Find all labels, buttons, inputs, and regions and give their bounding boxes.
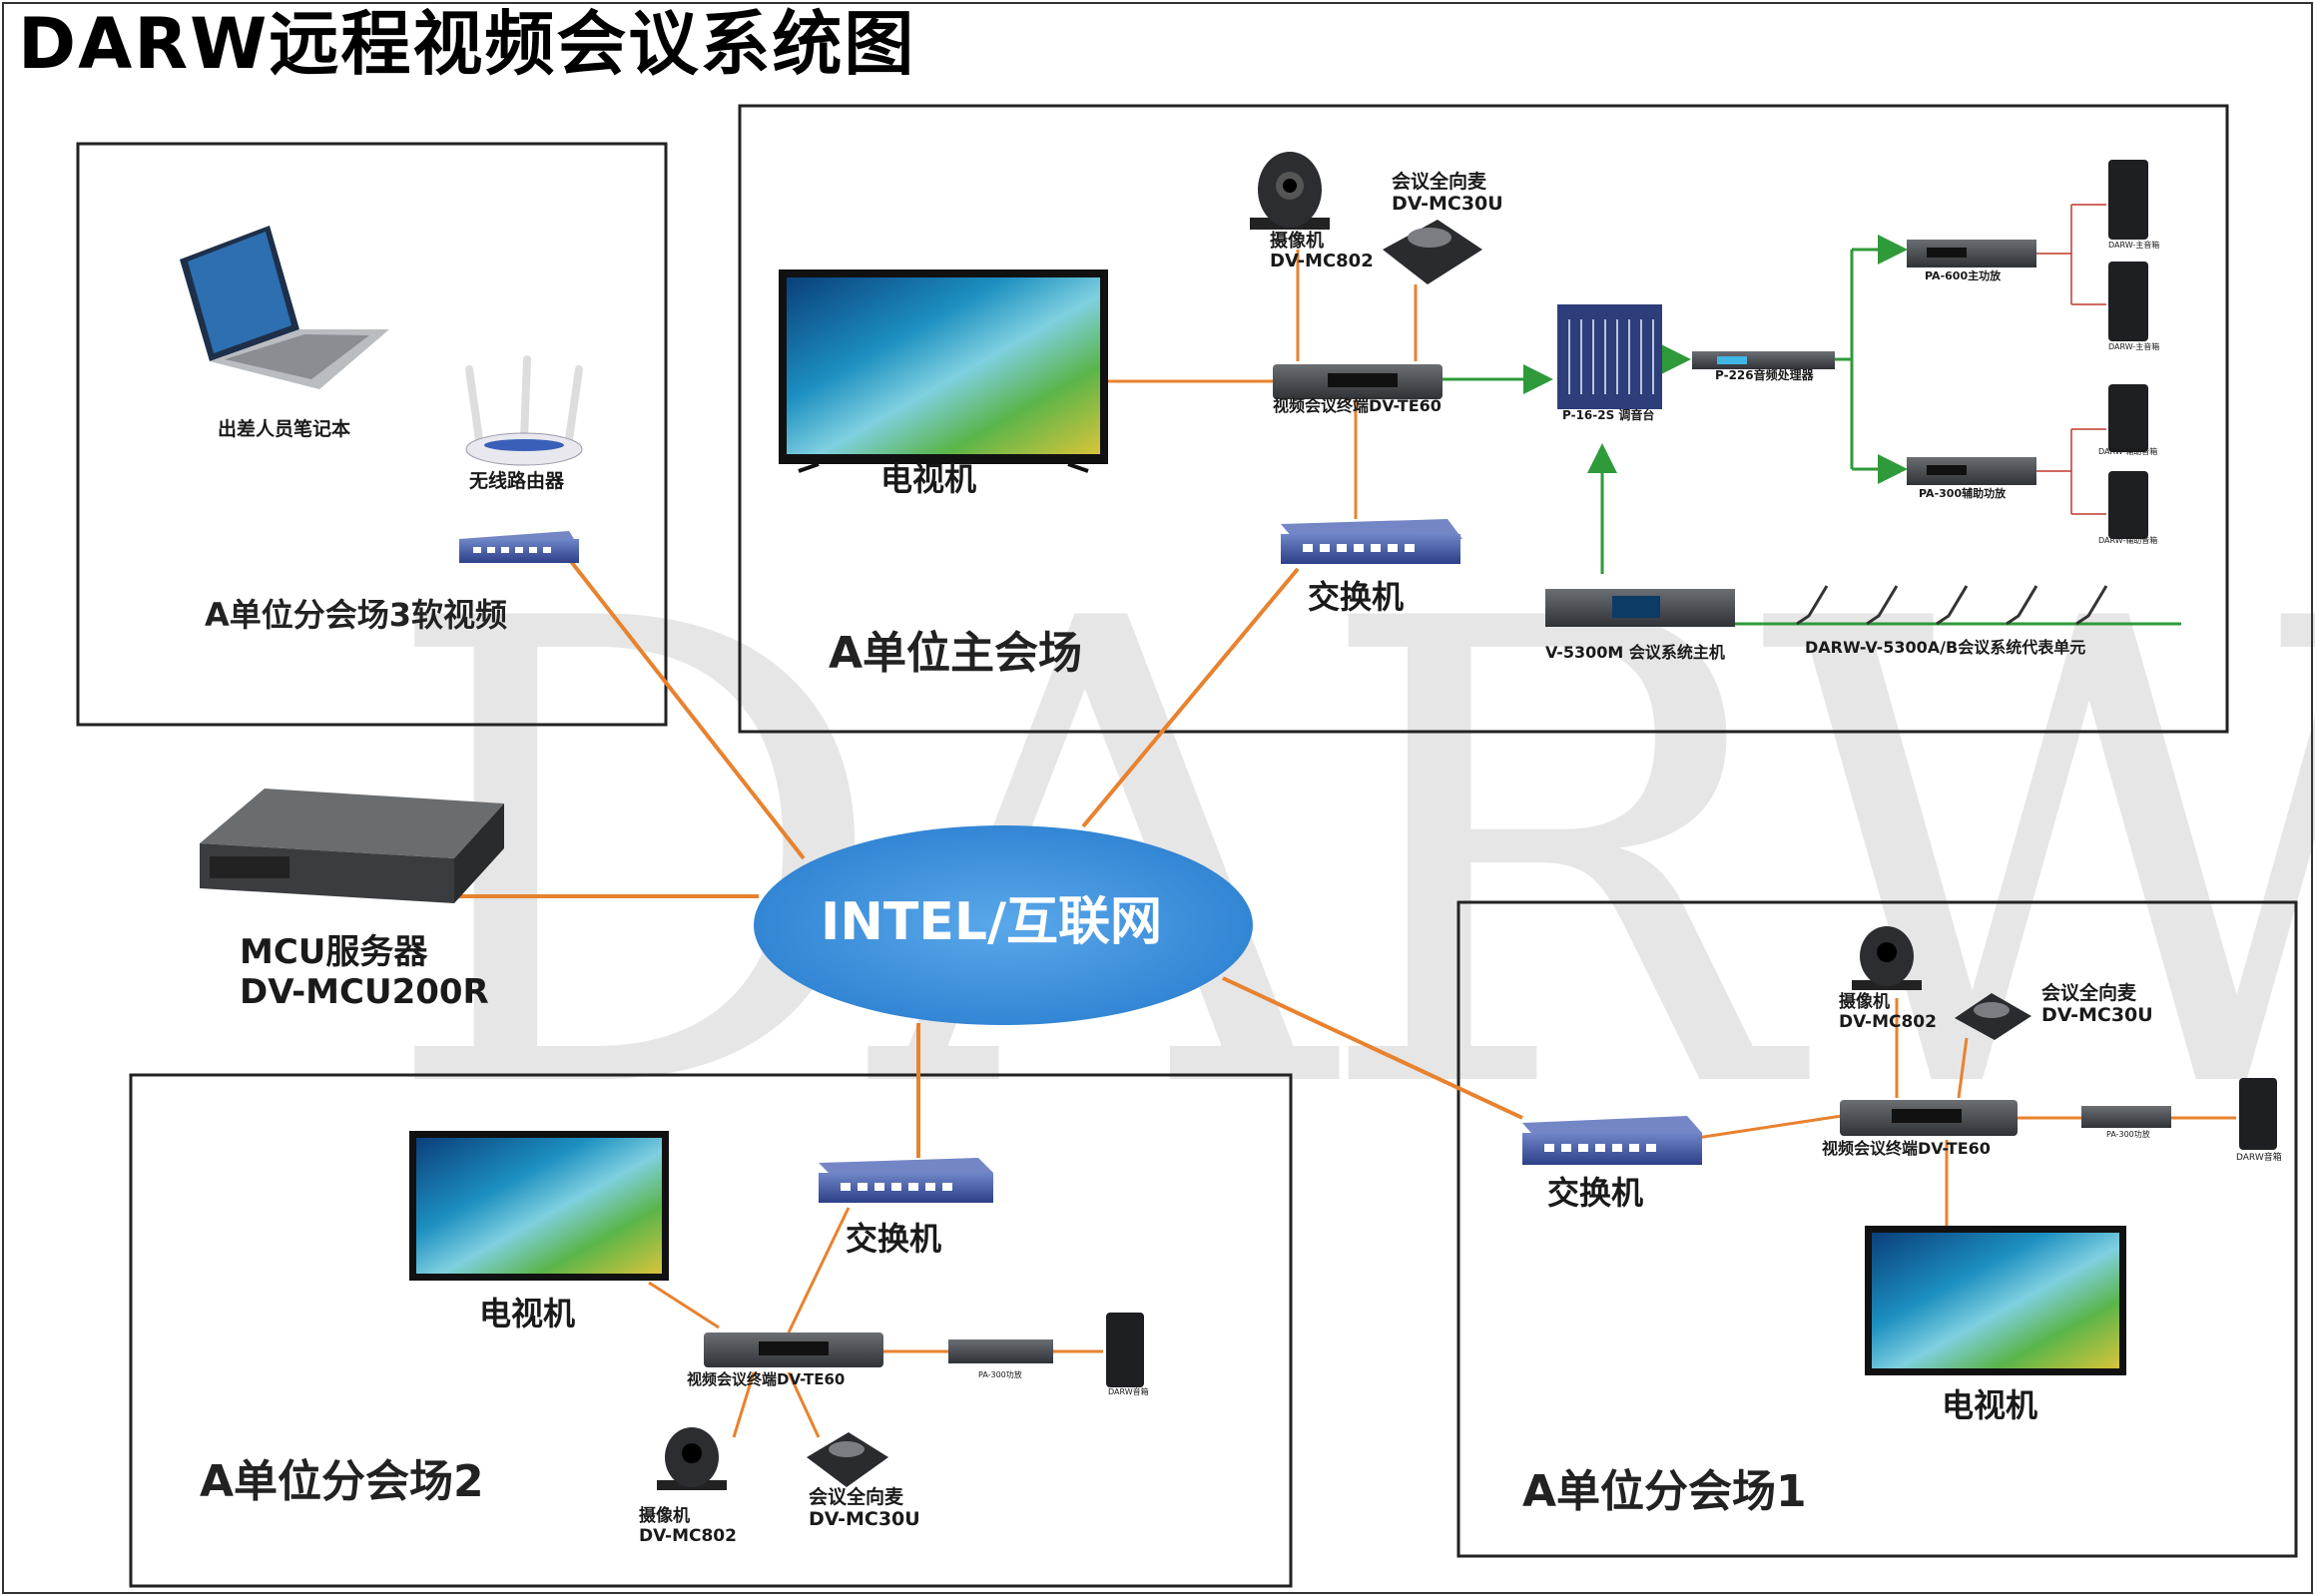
amp-aux-icon (1907, 457, 2036, 485)
internet-cloud (754, 825, 1253, 1025)
branch1-camera-label-2: DV-MC802 (1839, 1012, 1937, 1032)
amp-main-label: PA-600主功放 (1925, 269, 2002, 282)
main-camera-label-1: 摄像机 (1270, 231, 1324, 252)
branch1-switch-label: 交换机 (1547, 1174, 1644, 1212)
diagram-title: DARW远程视频会议系统图 (18, 3, 916, 85)
soft-switch-icon (459, 531, 579, 563)
conference-host-icon (1545, 589, 1735, 627)
main-switch-label: 交换机 (1308, 578, 1405, 616)
delegate-units (1796, 585, 2108, 626)
speaker-aux-2-label: DARW-辅助音箱 (2098, 536, 2158, 545)
speaker-main-2-label: DARW-主音箱 (2108, 342, 2160, 351)
branch1-amp-icon (2081, 1106, 2171, 1128)
mixer-icon (1557, 304, 1662, 409)
branch1-camera-label-1: 摄像机 (1839, 992, 1890, 1012)
main-site-title: A单位主会场 (829, 628, 1083, 679)
speaker-aux-1-label: DARW-辅助音箱 (2098, 447, 2158, 456)
branch2-camera-label-2: DV-MC802 (639, 1526, 737, 1546)
branch1-camera-icon (1852, 926, 1922, 990)
mixer-label: P-16-2S 调音台 (1562, 408, 1655, 422)
mcu-label-line1: MCU服务器 (240, 932, 428, 972)
amp-main-icon (1907, 240, 2036, 267)
amp-aux-label: PA-300辅助功放 (1919, 487, 2007, 500)
branch1-terminal-label: 视频会议终端DV-TE60 (1822, 1139, 1991, 1158)
branch2-terminal-icon (704, 1332, 883, 1367)
main-speakers (2108, 160, 2148, 539)
main-camera-icon (1250, 152, 1330, 230)
branch2-switch-label: 交换机 (846, 1220, 942, 1258)
main-mic-icon (1383, 220, 1482, 284)
branch2-amp-label: PA-300功放 (978, 1370, 1022, 1379)
main-tv-icon (779, 269, 1108, 473)
main-site-box (738, 104, 2229, 734)
laptop-label: 出差人员笔记本 (218, 418, 351, 440)
mcu-label-line2: DV-MCU200R (240, 972, 489, 1012)
branch1-amp-label: PA-300功放 (2106, 1130, 2150, 1139)
branch1-mic-label-2: DV-MC30U (2041, 1004, 2153, 1026)
branch1-speaker-icon (2239, 1078, 2277, 1150)
delegate-units-label: DARW-V-5300A/B会议系统代表单元 (1805, 638, 2086, 657)
mcu-server-icon (200, 789, 504, 903)
branch2-amp-icon (948, 1339, 1053, 1363)
speaker-main-1-label: DARW-主音箱 (2108, 241, 2160, 250)
branch1-box (1456, 900, 2298, 1558)
main-terminal-label: 视频会议终端DV-TE60 (1273, 396, 1442, 415)
branch2-mic-label-1: 会议全向麦 (809, 1486, 904, 1508)
speaker-wires (2036, 204, 2106, 515)
branch2-speaker-icon (1106, 1313, 1144, 1387)
main-mic-label-2: DV-MC30U (1392, 193, 1503, 215)
router-icon (465, 355, 583, 466)
branch1-speaker-label: DARW音箱 (2236, 1153, 2282, 1163)
main-tv-label: 电视机 (880, 460, 977, 498)
main-camera-label-2: DV-MC802 (1270, 251, 1374, 271)
processor-label: P-226音频处理器 (1715, 368, 1814, 382)
branch1-mic-icon (1955, 993, 2031, 1040)
soft-site-box (76, 142, 668, 727)
branch2-mic-icon (807, 1432, 888, 1487)
processor-icon (1692, 351, 1835, 369)
branch2-camera-icon (657, 1427, 727, 1490)
watermark: DARW (379, 486, 2315, 1230)
router-label: 无线路由器 (469, 470, 565, 492)
main-terminal-icon (1273, 364, 1443, 399)
branch1-tv-label: 电视机 (1942, 1386, 2038, 1424)
branch2-tv-label: 电视机 (479, 1295, 576, 1332)
soft-site-title: A单位分会场3软视频 (205, 596, 508, 634)
branch1-terminal-icon (1840, 1100, 2018, 1136)
internet-label: INTEL/互联网 (821, 892, 1162, 952)
branch1-switch-icon (1522, 1116, 1702, 1165)
branch1-title: A单位分会场1 (1522, 1466, 1807, 1517)
branch1-mic-label-1: 会议全向麦 (2041, 982, 2137, 1004)
branch2-title: A单位分会场2 (200, 1456, 484, 1507)
branch2-switch-icon (819, 1158, 993, 1203)
conference-host-label: V-5300M 会议系统主机 (1545, 643, 1725, 662)
branch2-speaker-label: DARW音箱 (1108, 1387, 1149, 1396)
main-switch-icon (1281, 519, 1462, 564)
branch1-tv-icon (1865, 1226, 2126, 1375)
branch2-terminal-label: 视频会议终端DV-TE60 (687, 1370, 846, 1388)
branch2-box (129, 1073, 1293, 1588)
branch2-tv-icon (409, 1131, 669, 1281)
network-links (454, 557, 1523, 1158)
laptop-icon (180, 226, 389, 389)
branch2-camera-label-1: 摄像机 (639, 1506, 690, 1526)
main-mic-label-1: 会议全向麦 (1392, 171, 1487, 193)
branch2-mic-label-2: DV-MC30U (809, 1508, 920, 1530)
